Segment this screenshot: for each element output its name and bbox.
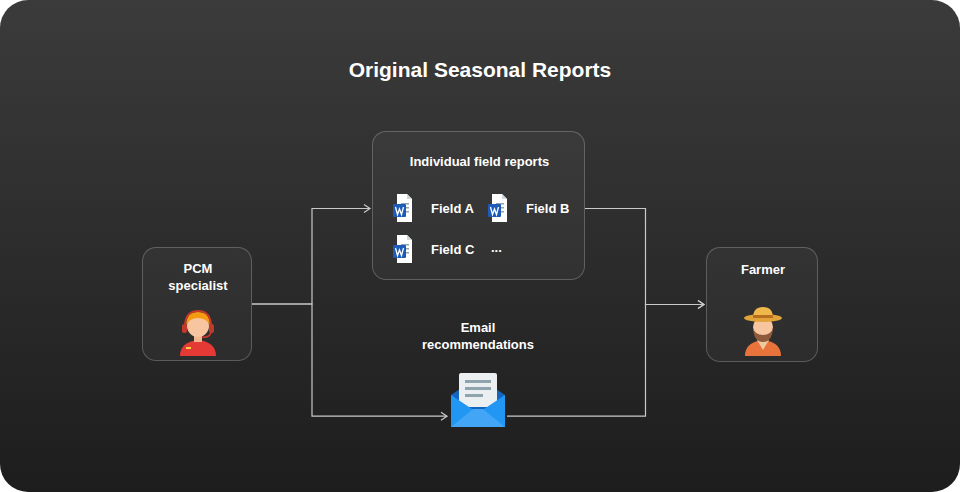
field-label: Field B: [526, 200, 569, 217]
node-text: Farmer: [717, 261, 809, 278]
specialist-box: PCM specialist: [142, 247, 252, 361]
node-text: Individual field reports: [383, 153, 576, 170]
specialist-icon: [176, 306, 220, 360]
node-text: PCM specialist: [153, 260, 243, 294]
word-doc-icon: [488, 193, 508, 227]
farmer-icon-svg: [741, 304, 785, 356]
field-label: Field C: [431, 241, 474, 258]
email-node: Email recommendations: [418, 318, 546, 430]
connector: [585, 209, 704, 309]
farmer-box: Farmer: [706, 247, 818, 362]
word-doc-icon-svg: [488, 193, 508, 223]
connector: [252, 205, 370, 305]
specialist-icon-svg: [176, 306, 220, 356]
word-doc-icon: [393, 234, 413, 268]
connector: [252, 304, 447, 420]
word-doc-icon-svg: [393, 234, 413, 264]
connector: [507, 301, 704, 417]
reports-group-box: Individual field reportsField A Field B Fi…: [372, 131, 585, 280]
node-text: Email recommendations: [418, 319, 538, 353]
diagram-title: Original Seasonal Reports: [0, 58, 960, 82]
envelope-icon-svg: [449, 373, 507, 429]
farmer-icon: [741, 304, 785, 360]
word-doc-icon-svg: [393, 193, 413, 223]
field-label: Field A: [431, 200, 474, 217]
word-doc-icon: [393, 193, 413, 227]
envelope-icon: [449, 373, 507, 433]
field-label: ...: [491, 239, 502, 256]
